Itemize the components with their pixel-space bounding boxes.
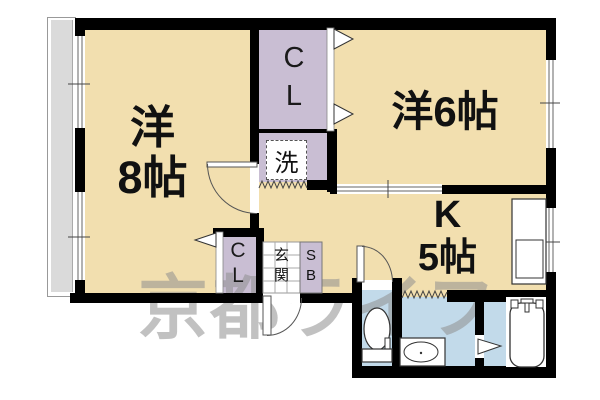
accordion-curtain [401, 289, 448, 300]
closet-lower-label: C L [221, 238, 255, 288]
wall-segment [546, 272, 556, 378]
room-label-kitchen: K 5帖 [400, 194, 495, 279]
western6-floor [330, 22, 552, 190]
entrance-tiles [262, 241, 301, 294]
door-swing-wedge [477, 338, 503, 355]
door-swing-wedge [193, 232, 217, 248]
closet-label-line: C [283, 42, 305, 74]
shoe-box-label: S B [299, 246, 323, 285]
wall-segment [307, 180, 337, 190]
wall-segment [475, 293, 484, 335]
shoe-box-label-line: B [305, 266, 316, 284]
laundry-label: 洗 [274, 149, 299, 177]
wall-segment [327, 129, 337, 192]
wall-segment [442, 185, 556, 194]
closet-label-line: L [285, 79, 303, 112]
wall-segment [300, 293, 360, 303]
room-label-line: 5帖 [417, 236, 478, 279]
door-swing-wedge [333, 28, 355, 50]
accordion-curtain [258, 179, 308, 190]
wall-segment [70, 293, 263, 303]
faucet-icon [520, 298, 534, 304]
closet-upper-floor [258, 24, 328, 131]
sink-icon [399, 337, 446, 367]
shoe-box [299, 241, 323, 294]
entrance-label: 玄 関 [263, 246, 300, 285]
wall-segment [258, 129, 328, 133]
shoe-box-label-line: S [305, 247, 316, 264]
entrance-label-line: 関 [273, 266, 289, 284]
window-symbol [68, 192, 90, 280]
room-label-western8: 洋 8帖 [95, 102, 210, 204]
closet-door-panel [326, 27, 335, 132]
kitchen-counter-icon [511, 198, 547, 285]
wall-segment [213, 228, 263, 237]
closet-door-panel [215, 231, 224, 294]
room-label-line: 8帖 [117, 152, 188, 204]
wall-segment [352, 278, 362, 378]
entrance-label-line: 玄 [273, 247, 289, 264]
laundry-box: 洗 [266, 140, 307, 180]
balcony-floor [51, 20, 73, 292]
sliding-door-symbol [337, 180, 442, 198]
closet-label-line: L [232, 264, 244, 288]
window-symbol [68, 36, 90, 128]
door-swing-wedge [333, 103, 355, 125]
wall-segment [475, 358, 484, 378]
wall-segment [75, 128, 85, 192]
wall-segment [250, 18, 259, 164]
wall-segment [250, 212, 259, 232]
wall-segment [75, 18, 556, 30]
bathtub-icon [506, 297, 546, 368]
window-symbol [540, 60, 560, 148]
wall-segment [352, 366, 556, 378]
room-label-line: 洋 [129, 102, 175, 153]
room-label-line: K [433, 194, 462, 236]
wall-segment [392, 278, 402, 368]
door-opening [362, 280, 392, 290]
wall-segment [256, 228, 264, 303]
wall-segment [75, 278, 85, 303]
toilet-icon [361, 307, 393, 363]
wall-segment [75, 18, 85, 38]
wall-segment [546, 148, 556, 208]
closet-label-line: C [230, 239, 246, 262]
closet-upper-label: C L [262, 40, 326, 115]
wall-segment [546, 18, 556, 60]
room-label-western6: 洋6帖 [391, 88, 499, 135]
